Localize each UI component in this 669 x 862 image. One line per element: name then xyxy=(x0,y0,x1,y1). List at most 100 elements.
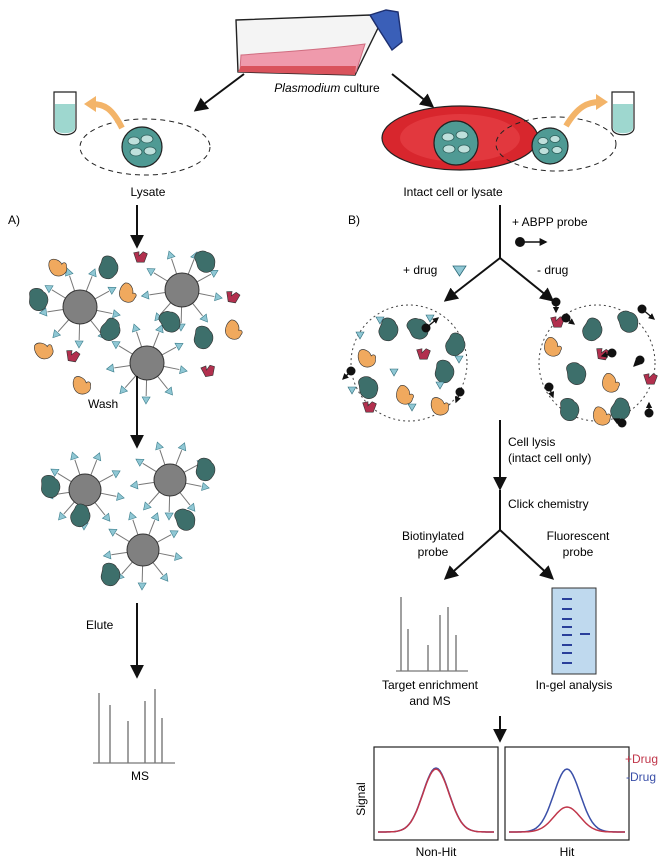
mixture-boundary xyxy=(350,304,468,422)
bait-arrow xyxy=(164,386,173,396)
ms-spectrum-icon xyxy=(93,689,175,764)
signal-axis-label: Signal xyxy=(354,782,368,815)
bait-arrow xyxy=(119,385,129,395)
protein-crimson xyxy=(362,401,377,413)
bead xyxy=(102,511,183,591)
wash-label: Wash xyxy=(88,397,118,411)
gel-band xyxy=(562,644,572,646)
bait-arrow xyxy=(169,530,179,539)
bait-arrow xyxy=(167,250,176,260)
protein-teal xyxy=(615,307,642,336)
gel-band xyxy=(562,608,572,610)
protein-orange xyxy=(47,256,69,278)
protein-crimson xyxy=(133,251,148,263)
protein-teal xyxy=(192,324,216,351)
protein-orange xyxy=(541,335,565,359)
bait-arrow xyxy=(141,396,151,405)
bait-arrow xyxy=(129,480,139,490)
protein-orange xyxy=(591,405,613,427)
probe-dot xyxy=(635,355,645,365)
gel-band xyxy=(562,626,572,628)
biotin-line1: Biotinylated xyxy=(402,529,464,543)
test-tube-icon-right xyxy=(611,91,635,136)
bait-arrow xyxy=(88,268,97,278)
transfer-arrow-head xyxy=(84,96,96,112)
culture-flask-icon xyxy=(235,9,403,76)
gel-band xyxy=(580,633,590,635)
protein-teal xyxy=(96,315,126,346)
infected-cell-icon xyxy=(381,105,539,171)
bait-arrow xyxy=(107,286,117,295)
protein-orange xyxy=(115,280,141,306)
probe-dot xyxy=(561,313,571,323)
gel-band xyxy=(562,598,572,600)
bait-arrow xyxy=(52,329,62,339)
bait-arrow xyxy=(174,552,183,561)
arrow-minus-drug xyxy=(499,257,555,302)
bait-arrow xyxy=(146,268,156,277)
protein-teal xyxy=(28,287,49,312)
lysate-cell-icon-right xyxy=(495,116,617,172)
drug-triangle xyxy=(355,331,365,340)
flask-caption: Plasmodium culture xyxy=(274,81,380,95)
fluor-line2: probe xyxy=(563,545,594,559)
lysate-cell-icon xyxy=(79,118,211,176)
gel-band xyxy=(562,634,572,636)
gel-label: In-gel analysis xyxy=(536,678,613,692)
protein-crimson xyxy=(64,349,81,363)
abpp-probe-icon xyxy=(515,237,548,247)
probe-dot xyxy=(637,304,647,314)
legend-minus-drug: -Drug xyxy=(626,770,656,784)
washed-beads xyxy=(40,441,218,591)
legend-plus-drug: +Drug xyxy=(625,752,658,766)
bait-arrow xyxy=(201,482,210,491)
gel-icon xyxy=(551,587,597,675)
bait-arrow xyxy=(116,492,125,501)
bead xyxy=(140,250,223,332)
bait-arrow xyxy=(209,269,219,278)
plus-drug-label: + drug xyxy=(403,263,437,277)
drug-triangle xyxy=(454,355,464,364)
transfer-arrow-right xyxy=(563,99,601,128)
non-hit-title: Non-Hit xyxy=(416,845,457,859)
bait-arrow xyxy=(108,528,118,537)
arrow-flask-to-lysate xyxy=(193,73,245,112)
arrow-flask-to-intact xyxy=(391,73,435,108)
protein-teal xyxy=(559,397,580,422)
protein-crimson xyxy=(416,348,431,360)
bait-arrow xyxy=(155,324,164,334)
protein-teal xyxy=(95,253,122,282)
probe-dot xyxy=(455,387,465,397)
hit-title: Hit xyxy=(560,845,575,859)
lysis-line2: (intact cell only) xyxy=(508,451,591,465)
intact-label: Intact cell or lysate xyxy=(403,185,503,199)
panel-label-b: B) xyxy=(348,213,360,227)
bait-arrow xyxy=(135,458,145,467)
transfer-arrow-right-head xyxy=(596,94,608,110)
gel-band xyxy=(562,652,572,654)
biotin-line2: probe xyxy=(418,545,449,559)
protein-teal xyxy=(194,456,218,483)
probe-dot xyxy=(544,382,554,392)
signal-curve xyxy=(509,806,625,833)
bead xyxy=(105,323,188,405)
plot-hit xyxy=(504,746,630,841)
test-tube-icon xyxy=(53,91,77,136)
bait-arrow xyxy=(214,292,223,302)
protein-teal xyxy=(357,374,381,401)
bait-arrow xyxy=(102,550,112,560)
target-line2: and MS xyxy=(409,694,450,708)
protein-orange xyxy=(357,349,377,368)
bait-arrow xyxy=(111,341,121,350)
gel-band xyxy=(562,618,572,620)
plot-non-hit xyxy=(373,746,499,841)
bait-arrow xyxy=(132,323,141,333)
bait-arrow xyxy=(150,512,160,522)
protein-orange xyxy=(599,371,623,395)
protein-teal xyxy=(578,315,607,345)
drug-triangle-icon xyxy=(452,265,467,277)
bait-arrow xyxy=(101,512,111,522)
drug-triangle xyxy=(375,316,385,325)
protein-teal xyxy=(441,330,470,360)
